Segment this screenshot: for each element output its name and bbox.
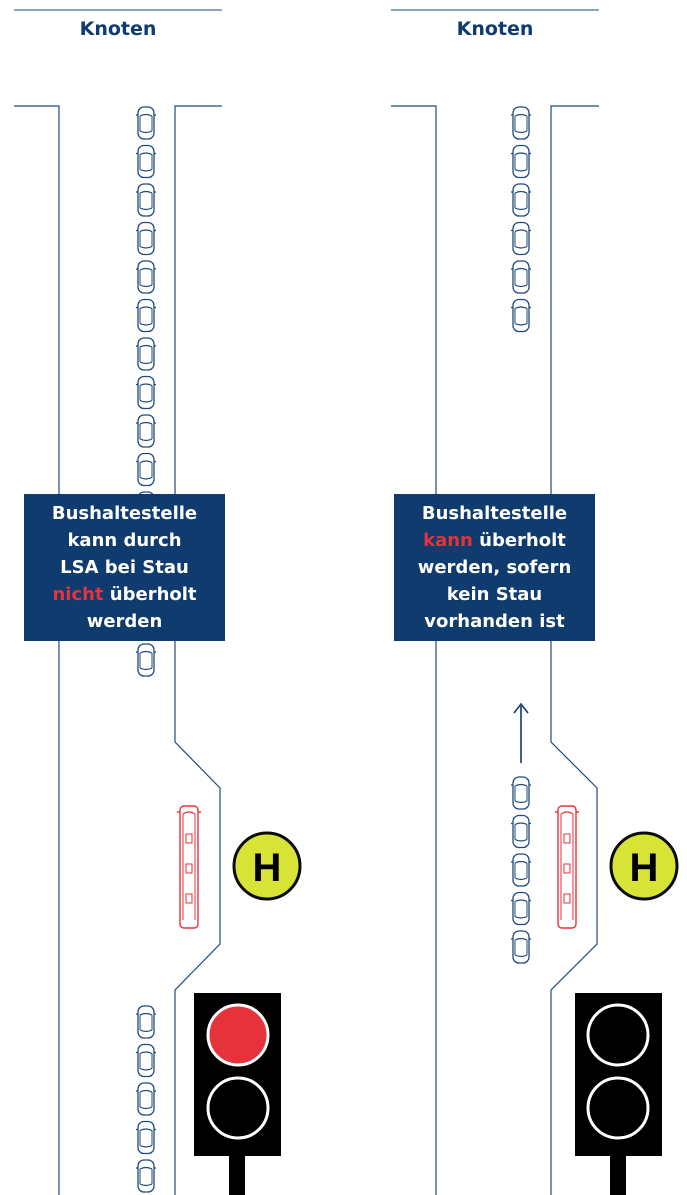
left-label-line-3: LSA bei Stau (60, 557, 189, 578)
left-road-left-edge (14, 105, 60, 1195)
right-traffic-light (575, 993, 662, 1195)
right-road-left-edge (391, 105, 437, 1195)
left-lower-car-2 (135, 1043, 157, 1078)
left-upper-car-1 (135, 106, 157, 140)
right-lower-car-5 (510, 930, 532, 964)
left-upper-car-3 (135, 183, 157, 217)
right-lower-car-4 (510, 891, 532, 926)
arrow-up-icon (513, 702, 529, 763)
left-lower-car-5 (135, 1159, 157, 1193)
right-label-line-2: kann überholt (423, 530, 566, 551)
left-mid-car-1 (135, 643, 157, 677)
right-stop-sign: H (609, 831, 679, 901)
left-lower-car-3 (135, 1082, 157, 1116)
right-upper-car-3 (510, 183, 532, 217)
right-label-line-1: Bushaltestelle (421, 503, 568, 524)
left-lower-car-1 (135, 1005, 157, 1039)
right-road-right-edge (550, 105, 599, 1195)
right-upper-car-4 (510, 221, 532, 256)
right-upper-car-1 (510, 106, 532, 140)
right-lower-car-1 (510, 776, 532, 810)
right-label-line-3: werden, sofern (417, 557, 572, 578)
left-upper-car-9 (135, 414, 157, 448)
right-label-line-4: kein Stau (446, 584, 543, 605)
left-upper-car-10 (135, 452, 157, 487)
right-heading: Knoten (456, 18, 534, 40)
right-upper-car-5 (510, 260, 532, 294)
right-label-box: Bushaltestelle kann überholt werden, sof… (394, 494, 595, 641)
left-label-box: Bushaltestelle kann durch LSA bei Stau n… (24, 494, 225, 641)
svg-text:H: H (630, 846, 659, 890)
left-stop-sign: H (232, 831, 302, 901)
right-upper-car-6 (510, 298, 532, 333)
left-upper-car-6 (135, 298, 157, 333)
left-bus (176, 805, 202, 929)
left-heading: Knoten (79, 18, 157, 40)
left-label-line-4: nicht überholt (52, 584, 197, 605)
right-bus (554, 805, 580, 929)
left-lower-car-4 (135, 1120, 157, 1155)
left-upper-car-7 (135, 337, 157, 371)
left-upper-car-5 (135, 260, 157, 294)
left-queue-cars (135, 106, 157, 1193)
right-upper-car-2 (510, 144, 532, 179)
left-traffic-light (194, 993, 281, 1195)
left-upper-car-8 (135, 375, 157, 410)
svg-text:H: H (253, 846, 282, 890)
left-road-right-edge (174, 105, 222, 1195)
right-label-line-5: vorhanden ist (424, 611, 565, 632)
left-upper-car-4 (135, 221, 157, 256)
left-label-line-1: Bushaltestelle (51, 503, 198, 524)
left-label-line-5: werden (86, 611, 163, 632)
left-upper-car-2 (135, 144, 157, 179)
right-lower-car-2 (510, 814, 532, 849)
left-label-line-2: kann durch (67, 530, 182, 551)
right-lower-car-3 (510, 853, 532, 887)
